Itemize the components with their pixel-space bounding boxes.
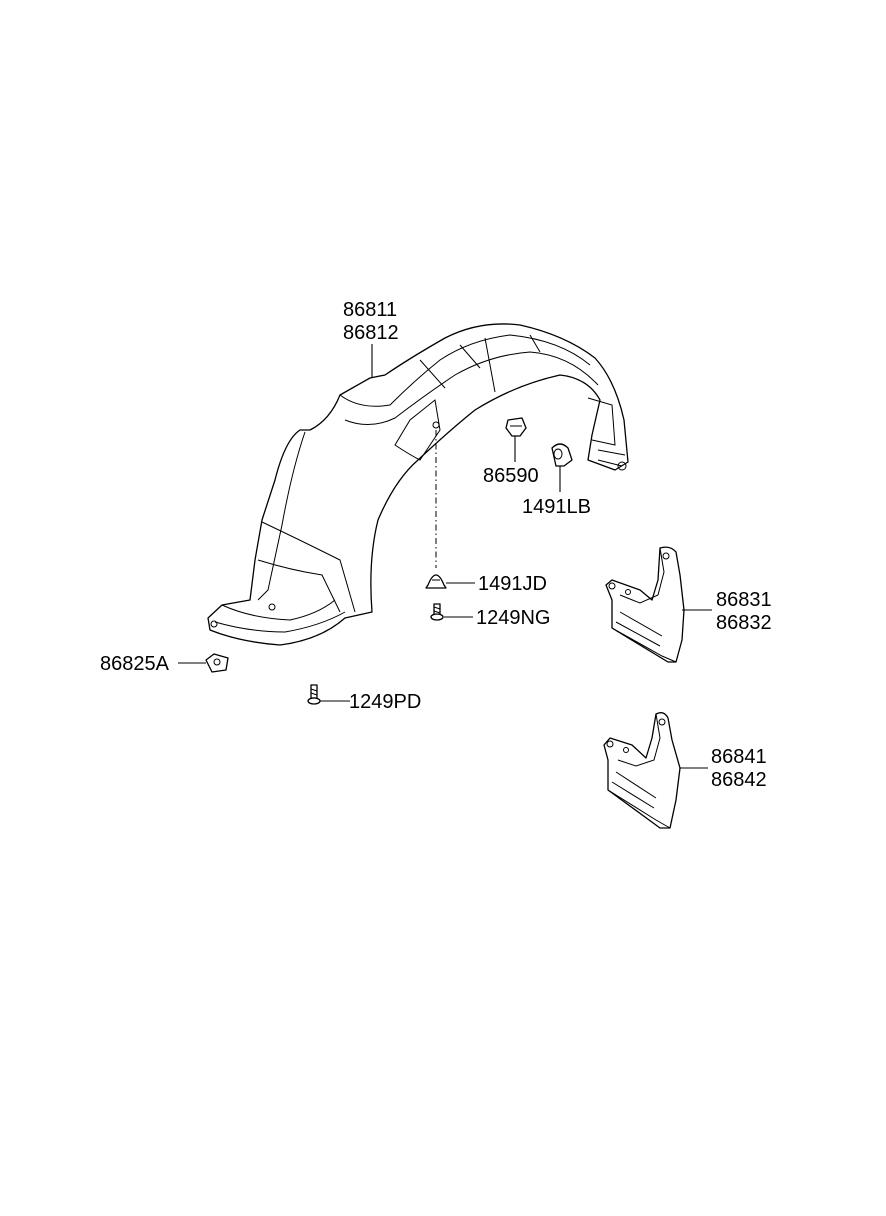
label-86811: 86811 — [343, 299, 398, 321]
label-86842: 86842 — [711, 769, 767, 791]
label-86590: 86590 — [483, 465, 539, 487]
nut-86825a-drawing[interactable] — [205, 653, 229, 673]
label-86841: 86841 — [711, 746, 767, 768]
clip-1491jd-drawing[interactable] — [425, 574, 447, 589]
label-1491jd: 1491JD — [478, 573, 547, 595]
fender-liner-drawing[interactable] — [207, 323, 629, 646]
label-1249pd: 1249PD — [349, 691, 422, 713]
screw-1249pd-drawing[interactable] — [307, 684, 321, 705]
label-1491lb: 1491LB — [522, 496, 591, 518]
clip-1491lb-drawing[interactable] — [551, 443, 573, 467]
label-86812: 86812 — [343, 322, 399, 344]
label-86831: 86831 — [716, 589, 772, 611]
mudguard-rear-drawing[interactable] — [603, 712, 681, 829]
clip-86590-drawing[interactable] — [505, 417, 527, 437]
label-1249ng: 1249NG — [476, 607, 551, 629]
screw-1249ng-drawing[interactable] — [430, 603, 444, 621]
label-86825a: 86825A — [100, 653, 169, 675]
label-86832: 86832 — [716, 612, 772, 634]
mudguard-front-drawing[interactable] — [605, 546, 685, 663]
